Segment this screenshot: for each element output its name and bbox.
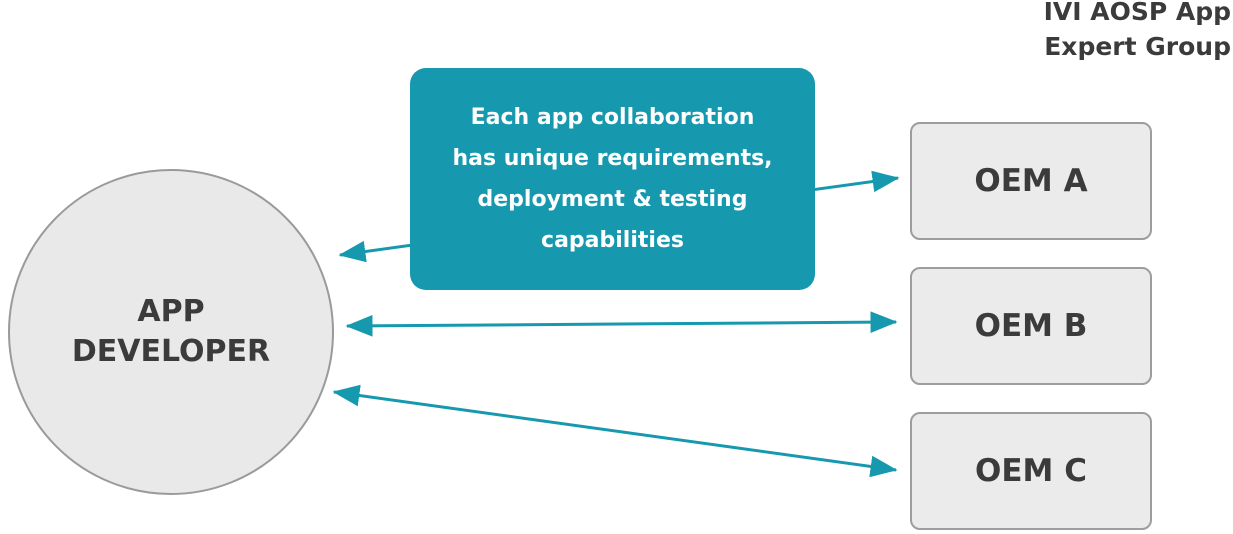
callout-text-line-2: has unique requirements,: [452, 146, 773, 171]
oem-c-node: OEM C: [910, 412, 1152, 530]
callout-box: Each app collaboration has unique requir…: [410, 68, 815, 290]
app-developer-node: APP DEVELOPER: [8, 169, 334, 495]
diagram-title-line-1: IVI AOSP App: [1043, 0, 1231, 26]
oem-a-node: OEM A: [910, 122, 1152, 240]
diagram-title-line-2: Expert Group: [1044, 32, 1231, 61]
arrow-developer-oem-c: [332, 384, 898, 478]
callout-text-line-1: Each app collaboration: [470, 105, 755, 130]
oem-c-label: OEM C: [975, 453, 1087, 489]
oem-b-label: OEM B: [974, 308, 1088, 344]
oem-a-label: OEM A: [974, 163, 1088, 199]
callout-text-line-3: deployment & testing: [477, 187, 748, 212]
callout-text-line-4: capabilities: [541, 228, 684, 253]
arrow-developer-oem-b: [345, 311, 898, 337]
oem-b-node: OEM B: [910, 267, 1152, 385]
diagram-title: IVI AOSP App Expert Group: [1044, 0, 1231, 64]
app-developer-label-line-2: DEVELOPER: [71, 334, 271, 369]
app-developer-label-line-1: APP: [137, 294, 205, 329]
